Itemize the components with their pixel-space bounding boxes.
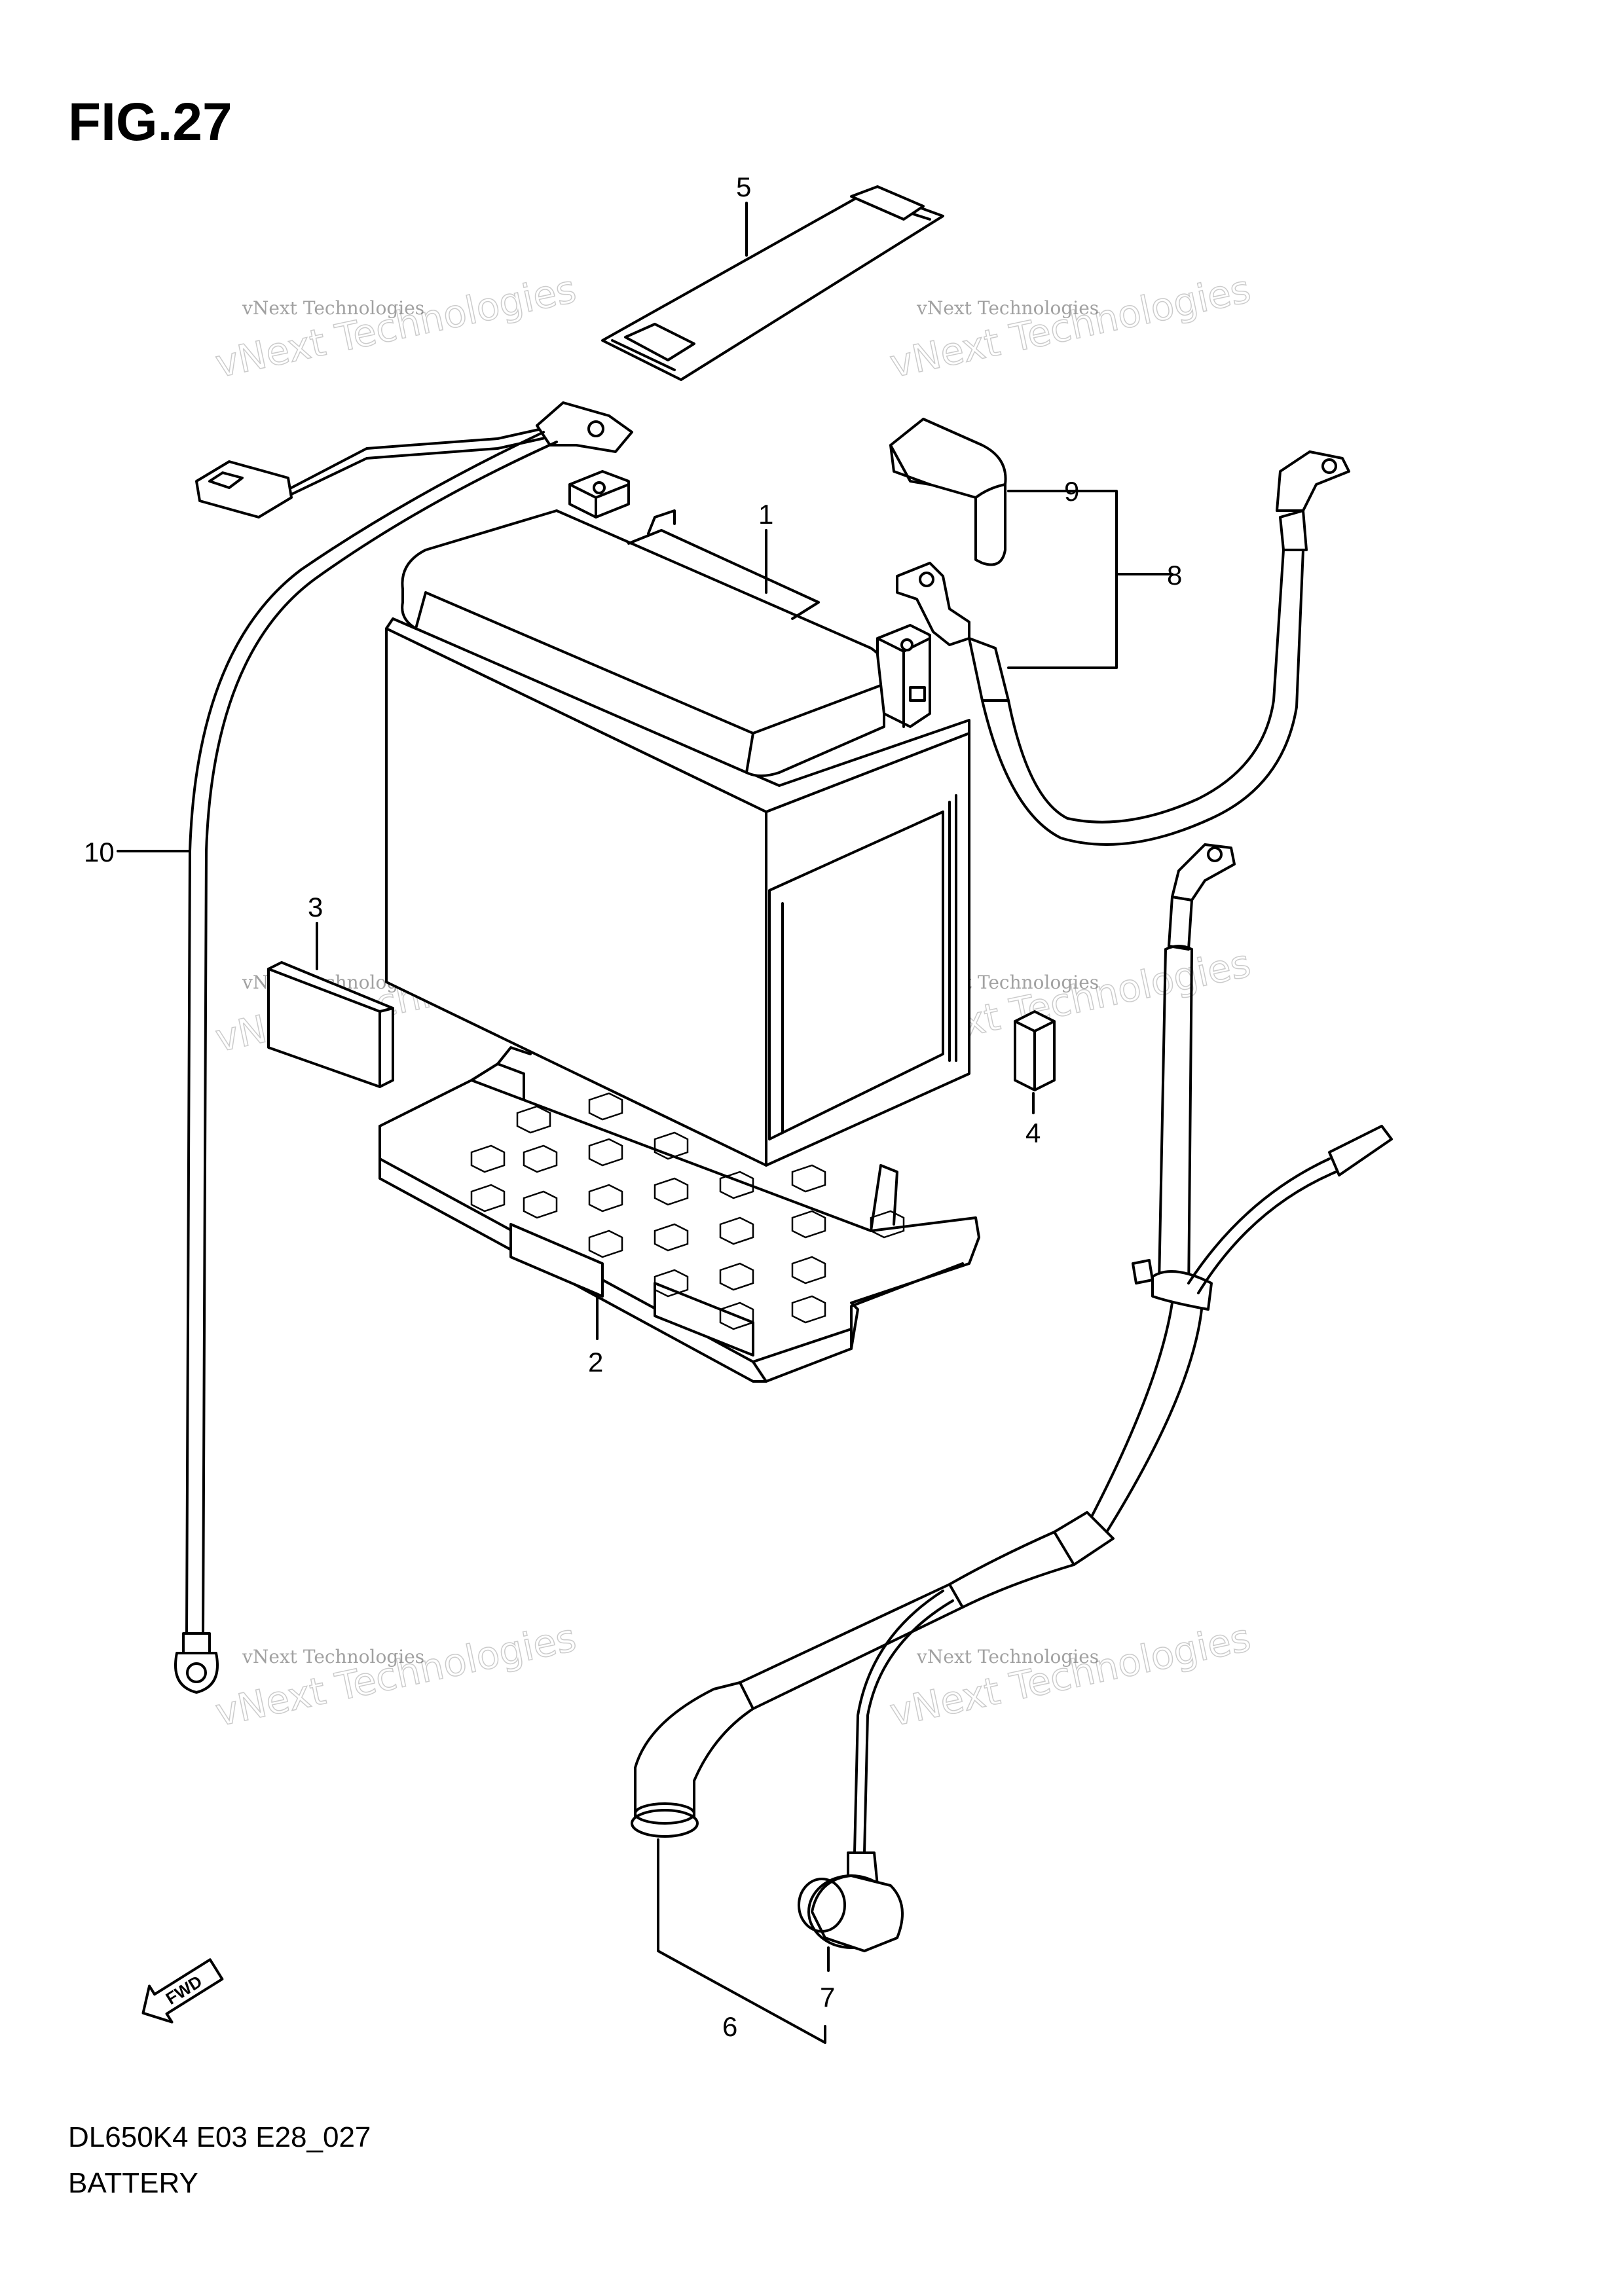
watermark: vNext Technologies <box>211 266 580 387</box>
figure-title: FIG.27 <box>68 92 232 152</box>
callout-10: 10 <box>84 837 115 867</box>
watermark-small-text: vNext Technologies <box>242 1646 424 1667</box>
part-4-cushion <box>1014 1010 1056 1091</box>
watermark-large-text: vNext Technologies <box>886 1615 1254 1735</box>
part-8-positive-cable <box>896 450 1350 846</box>
forward-arrow-icon: FWD <box>141 1958 224 2024</box>
callout-1: 1 <box>758 499 773 530</box>
watermark-large-text: vNext Technologies <box>212 1615 580 1735</box>
part-7-sensor <box>798 1851 904 1952</box>
callout-8: 8 <box>1167 560 1182 591</box>
callout-6: 6 <box>722 2011 737 2042</box>
callout-5: 5 <box>736 172 751 202</box>
diagram-code: DL650K4 E03 E28_027 <box>68 2121 371 2153</box>
part-3-cushion <box>267 961 394 1088</box>
diagram-name: BATTERY <box>68 2167 198 2199</box>
part-2-battery-tray <box>378 1046 980 1383</box>
callout-3: 3 <box>308 892 323 922</box>
part-6-negative-cable <box>631 843 1393 1854</box>
callout-2: 2 <box>588 1347 603 1377</box>
watermark-large-text: vNext Technologies <box>886 266 1254 386</box>
callout-7: 7 <box>820 1982 835 2013</box>
part-9-terminal-cover <box>889 418 1007 566</box>
watermark-small-text: vNext Technologies <box>916 297 1099 319</box>
part-1-battery <box>385 470 970 1167</box>
leader-lines <box>117 202 1173 2044</box>
part-5-battery-band <box>601 185 944 381</box>
callout-9: 9 <box>1064 476 1079 507</box>
watermark-small-text: vNext Technologies <box>242 297 424 319</box>
callout-4: 4 <box>1025 1118 1041 1148</box>
callout-numbers: 5 1 9 8 10 3 4 2 7 6 <box>84 172 1182 2042</box>
watermark-small-text: vNext Technologies <box>916 1646 1099 1667</box>
watermark-large-text: vNext Technologies <box>212 266 580 386</box>
part-10-lead-wire <box>174 401 633 1694</box>
